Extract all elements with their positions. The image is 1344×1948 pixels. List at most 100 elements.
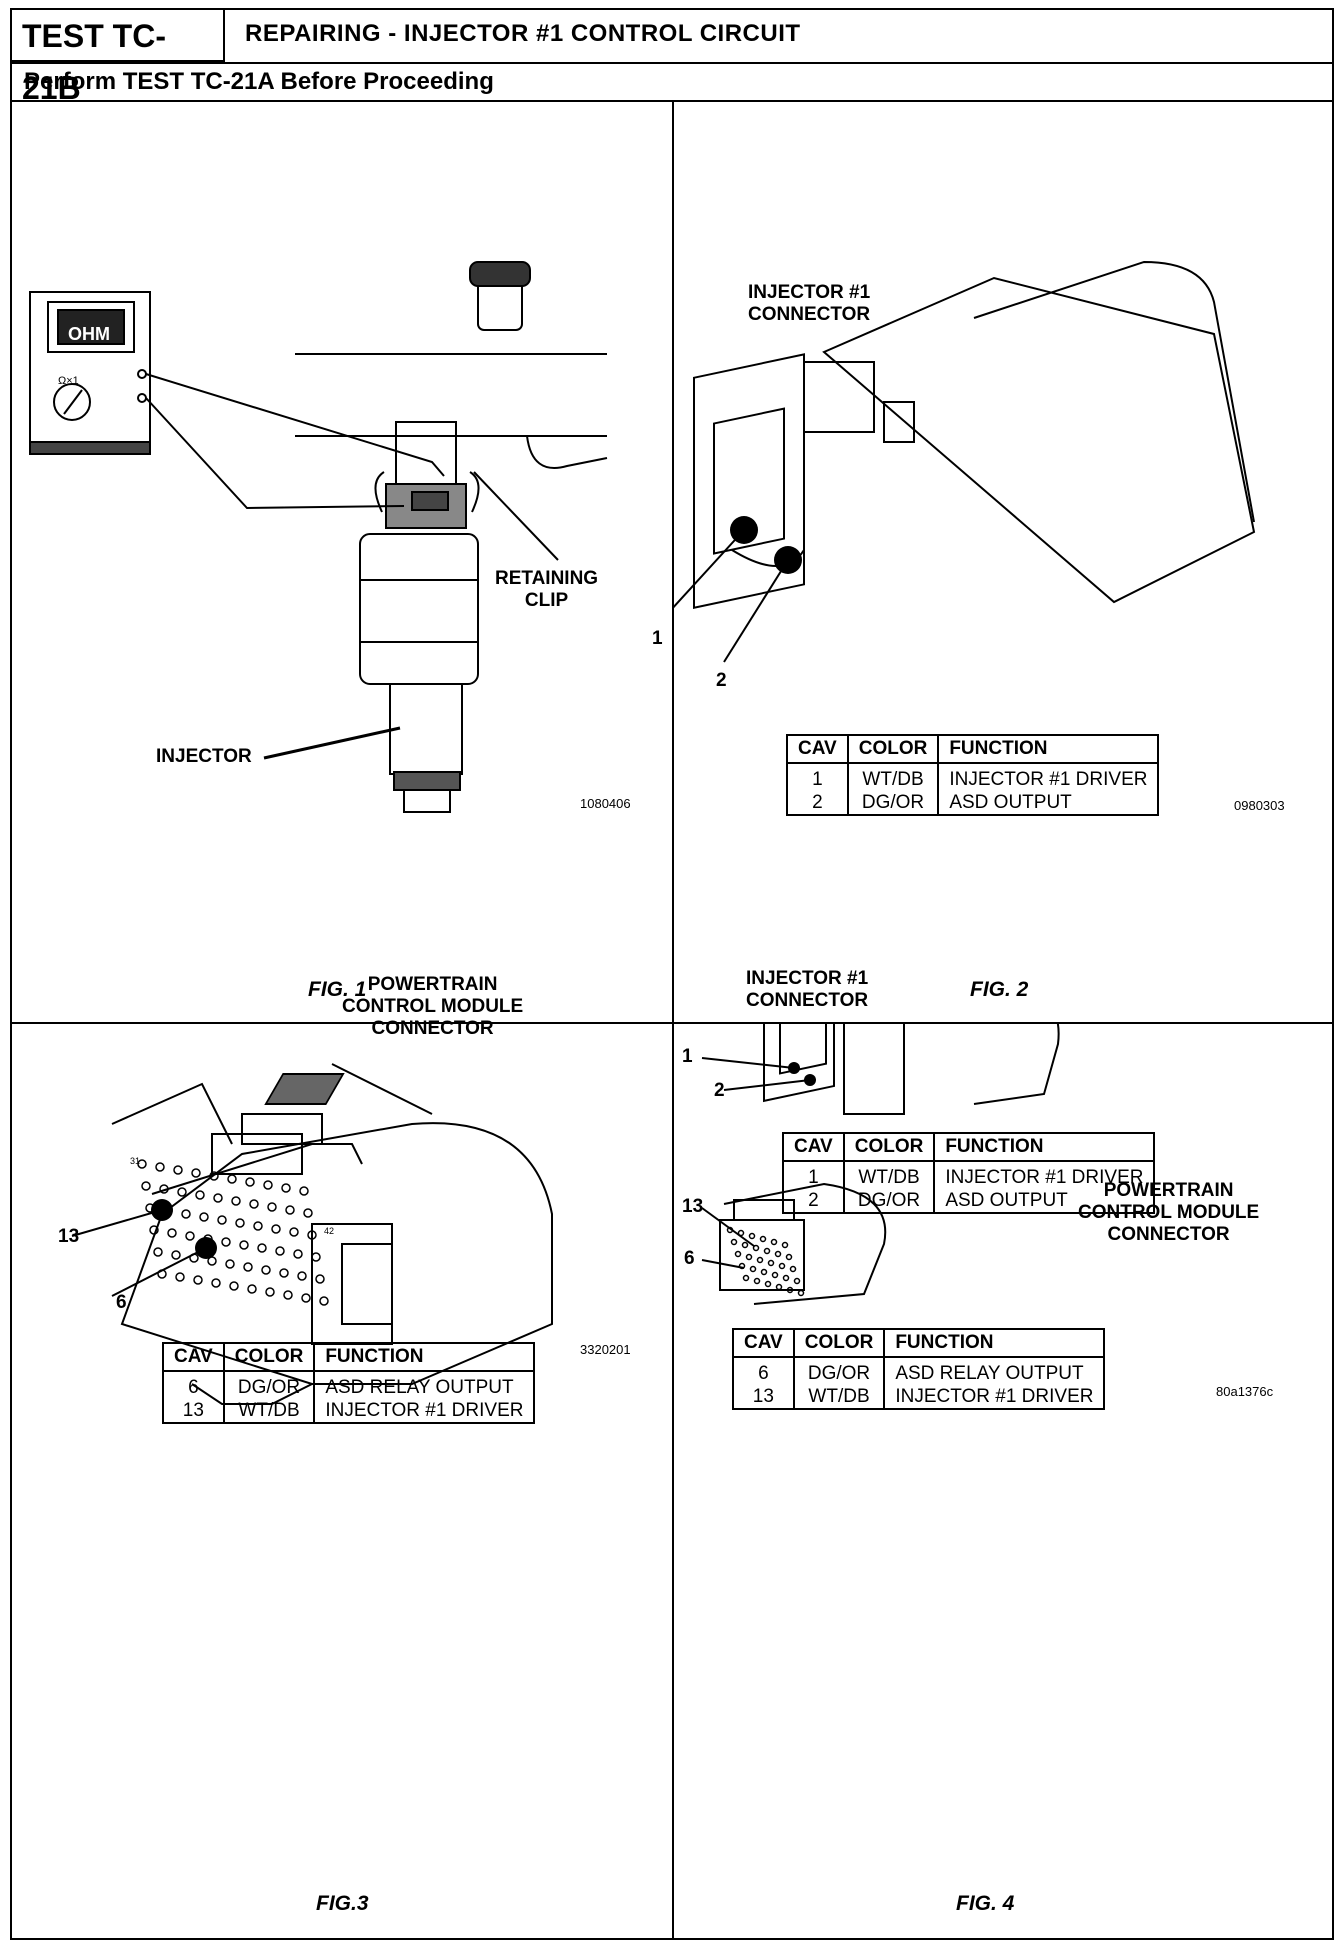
- connector-pin: [245, 1177, 255, 1187]
- connector-pin: [247, 1284, 257, 1294]
- connector-pin: [303, 1208, 313, 1218]
- fig2-code: 0980303: [1234, 798, 1285, 813]
- connector-pin: [730, 1238, 738, 1246]
- connector-pin: [257, 1243, 267, 1253]
- connector-pin: [745, 1253, 753, 1261]
- connector-pin: [159, 1184, 169, 1194]
- connector-pin: [177, 1187, 187, 1197]
- connector-pin: [171, 1250, 181, 1260]
- fig4-pcm-pin6-label: 6: [684, 1248, 695, 1269]
- pcm-pin-array: [137, 1159, 329, 1306]
- fig4-pcm-pin13-label: 13: [682, 1196, 704, 1217]
- connector-pin: [285, 1205, 295, 1215]
- connector-pin: [749, 1265, 757, 1273]
- connector-pin: [221, 1237, 231, 1247]
- header-row: [10, 8, 1334, 64]
- connector-pin: [756, 1256, 764, 1264]
- connector-pin: [279, 1268, 289, 1278]
- connector-pin: [217, 1215, 227, 1225]
- connector-pin: [195, 1190, 205, 1200]
- injector-connector-illustration: [674, 260, 1256, 663]
- connector-pin: [199, 1212, 209, 1222]
- connector-pin: [742, 1274, 750, 1282]
- column-divider: [672, 102, 674, 1940]
- connector-pin: [752, 1244, 760, 1252]
- fig4-inj-pin2-label: 2: [714, 1080, 725, 1101]
- connector-pin: [253, 1221, 263, 1231]
- fig4-code: 80a1376c: [1216, 1384, 1274, 1399]
- fig4-illustration: [701, 1024, 1060, 1305]
- page-subtitle: Perform TEST TC-21A Before Proceeding: [24, 68, 494, 95]
- connector-pin: [235, 1218, 245, 1228]
- pin-31-label: 31: [130, 1156, 140, 1166]
- connector-pin: [225, 1259, 235, 1269]
- connector-pin: [173, 1165, 183, 1175]
- connector-pin: [239, 1240, 249, 1250]
- connector-pin: [137, 1159, 147, 1169]
- connector-pin: [231, 1196, 241, 1206]
- connector-pin: [753, 1277, 761, 1285]
- connector-pin: [319, 1296, 329, 1306]
- meter-display: OHM: [68, 324, 110, 344]
- fig2-pin2-label: 2: [716, 670, 727, 691]
- connector-pin: [211, 1278, 221, 1288]
- connector-pin: [297, 1271, 307, 1281]
- fig3-pin6-label: 6: [116, 1292, 127, 1313]
- connector-pin: [781, 1241, 789, 1249]
- connector-pin: [759, 1235, 767, 1243]
- connector-pin: [770, 1238, 778, 1246]
- connector-pin: [271, 1224, 281, 1234]
- connector-pin: [185, 1231, 195, 1241]
- fig2-pin1-label: 1: [652, 628, 663, 649]
- connector-pin: [734, 1250, 742, 1258]
- connector-pin: [265, 1287, 275, 1297]
- connector-pin: [227, 1174, 237, 1184]
- connector-pin: [193, 1275, 203, 1285]
- pcm-connector-illustration: 31 42: [71, 1063, 553, 1405]
- fig1-code: 1080406: [580, 796, 631, 811]
- connector-pin: [275, 1246, 285, 1256]
- connector-pin: [785, 1253, 793, 1261]
- connector-pin: [155, 1162, 165, 1172]
- connector-pin: [760, 1268, 768, 1276]
- fig4-caption: FIG. 4: [956, 1892, 1015, 1915]
- connector-pin: [311, 1252, 321, 1262]
- connector-pin: [267, 1202, 277, 1212]
- connector-pin: [263, 1180, 273, 1190]
- connector-pin: [771, 1271, 779, 1279]
- connector-pin: [767, 1259, 775, 1267]
- fig3-code: 3320201: [580, 1342, 631, 1357]
- connector-pin: [797, 1289, 805, 1297]
- connector-pin: [289, 1227, 299, 1237]
- fig2-caption: FIG. 2: [970, 978, 1029, 1001]
- connector-pin: [149, 1225, 159, 1235]
- connector-pin: [301, 1293, 311, 1303]
- connector-pin: [307, 1230, 317, 1240]
- connector-pin: [283, 1290, 293, 1300]
- meter-range: Ω×1: [58, 375, 79, 387]
- connector-pin: [175, 1272, 185, 1282]
- fig3-caption: FIG.3: [316, 1892, 369, 1915]
- connector-pin: [249, 1199, 259, 1209]
- fig1-caption: FIG. 1: [308, 978, 367, 1001]
- connector-pin: [209, 1171, 219, 1181]
- connector-pin: [229, 1281, 239, 1291]
